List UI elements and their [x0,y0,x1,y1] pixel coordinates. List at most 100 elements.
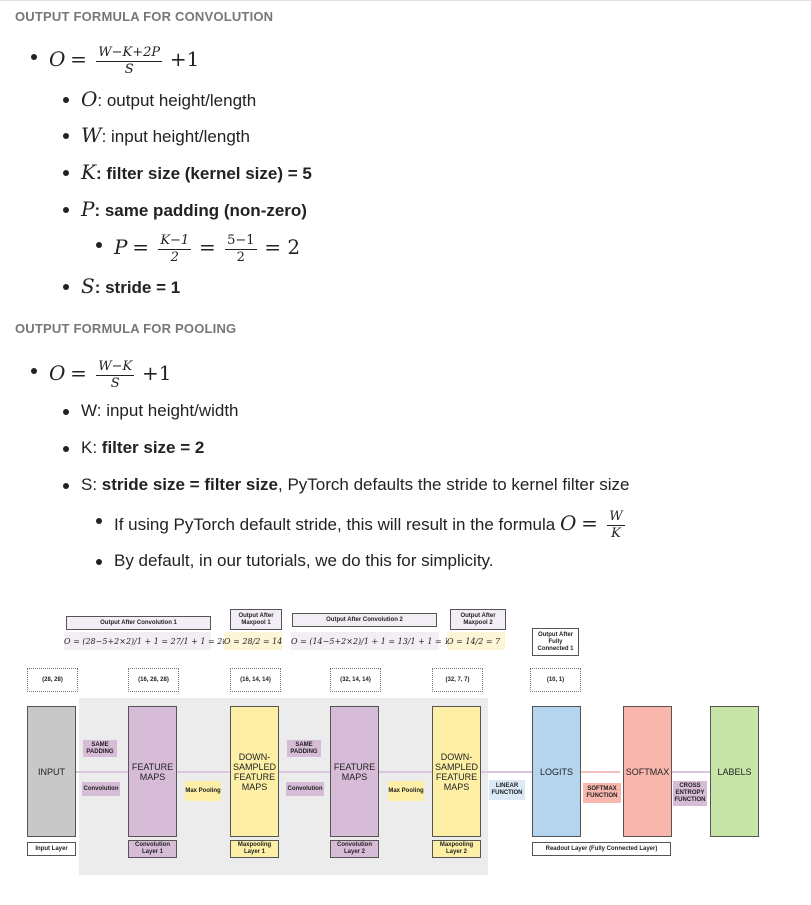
item-text: : input height/length [101,127,250,146]
formula-lhs: O [559,510,577,535]
top-divider [0,0,811,1]
fraction-denominator: K [611,526,621,541]
block-labels: LABELS [710,706,759,837]
pooling-section-title: OUTPUT FORMULA FOR POOLING [15,321,237,336]
fraction-denominator: S [110,376,120,391]
subitem-fraction: W K [607,509,625,541]
block-logits: LOGITS [532,706,581,837]
op-softmax-function: SOFTMAX FUNCTION [583,783,621,803]
shape-pool1: (16, 14, 14) [230,668,281,692]
formula-rhs: +1 [141,360,172,385]
header-maxpool1: Output After Maxpool 1 [230,609,282,630]
op-max-pooling-1: Max Pooling [185,781,221,801]
label-input-layer: Input Layer [27,842,76,856]
formula-lhs: O [49,46,66,71]
padding-fraction-1: K−1 2 [158,233,192,265]
op-same-padding-2: SAME PADDING [287,740,321,757]
formula-conv1: O = (28−5+2×2)/1 + 1 = 27/1 + 1 = 28 [64,632,227,650]
prefix: K [81,438,93,457]
pool-formula: O = W−K S +1 [30,359,172,391]
shape-fc1: (10, 1) [530,668,581,692]
block-input: INPUT [27,706,76,837]
op-convolution-2: Convolution [286,782,324,796]
item-text: : [92,438,102,457]
header-fc1: Output After Fully Connected 1 [532,628,579,656]
block-feature-maps-1: FEATURE MAPS [128,706,177,837]
conv-item-w: W: input height/length [63,123,250,147]
flow-arrow-softmax [580,771,620,773]
conv-formula: O = W−K+2P S +1 [30,45,200,77]
fraction-numerator: K−1 [158,233,192,250]
formula-lhs: P [114,234,128,259]
pool-subitem-default: By default, in our tutorials, we do this… [96,551,494,571]
padding-fraction-2: 5−1 2 [225,233,257,265]
fraction-denominator: 2 [170,250,179,265]
fraction-denominator: S [124,62,134,77]
flow-arrow-labels [670,771,710,773]
pool-fraction: W−K S [96,359,135,391]
conv-item-p: P: same padding (non-zero) [63,197,307,221]
fraction-numerator: W [607,509,625,526]
item-bold: stride size = filter size [101,475,279,494]
op-convolution-1: Convolution [82,782,120,796]
item-text: : [92,475,102,494]
op-same-padding-1: SAME PADDING [83,740,117,757]
block-downsampled-2: DOWN-SAMPLED FEATURE MAPS [432,706,481,837]
item-text: : stride = 1 [94,278,181,297]
shape-input: (28, 28) [27,668,78,692]
op-cross-entropy-function: CROSS ENTROPY FUNCTION [673,781,707,806]
fraction-denominator: 2 [236,250,245,265]
convolution-section-title: OUTPUT FORMULA FOR CONVOLUTION [15,9,274,24]
prefix: W [81,401,97,420]
symbol: W [81,123,102,147]
cnn-architecture-diagram: Output After Convolution 1 Output After … [20,605,780,880]
shape-conv2: (32, 14, 14) [330,668,381,692]
subitem-text: By default, in our tutorials, we do this… [114,551,494,570]
symbol: O [81,87,98,111]
item-text: : same padding (non-zero) [94,201,307,220]
op-linear-function: LINEAR FUNCTION [489,780,525,800]
formula-result: = 2 [264,234,301,259]
label-maxpool-layer-1: Maxpooling Layer 1 [230,840,279,858]
item-bold: filter size = 2 [101,438,205,457]
pool-item-w: W: input height/width [63,401,239,421]
formula-maxpool1: O = 28/2 = 14 [224,632,282,650]
op-max-pooling-2: Max Pooling [388,781,424,801]
conv-item-s: S: stride = 1 [62,274,181,298]
pool-item-s: S: stride size = filter size, PyTorch de… [63,475,630,495]
label-conv-layer-1: Convolution Layer 1 [128,840,177,858]
formula-rhs: +1 [169,46,200,71]
shape-pool2: (32, 7, 7) [432,668,483,692]
symbol: S [81,274,95,298]
block-softmax: SOFTMAX [623,706,672,837]
item-rest: , PyTorch defaults the stride to kernel … [278,475,630,494]
pool-item-k: K: filter size = 2 [62,438,205,458]
flow-arrow [75,771,535,773]
conv-item-k: K: filter size (kernel size) = 5 [63,160,312,184]
padding-formula: P = K−1 2 = 5−1 2 = 2 [95,233,301,265]
header-conv1: Output After Convolution 1 [66,616,211,630]
item-text: : output height/length [97,91,257,110]
label-conv-layer-2: Convolution Layer 2 [330,840,379,858]
shape-conv1: (16, 28, 28) [128,668,179,692]
prefix: S [81,475,93,494]
header-conv2: Output After Convolution 2 [292,613,437,627]
label-maxpool-layer-2: Maxpooling Layer 2 [432,840,481,858]
formula-maxpool2: O = 14/2 = 7 [447,632,505,650]
block-downsampled-1: DOWN-SAMPLED FEATURE MAPS [230,706,279,837]
fraction-numerator: W−K+2P [96,45,163,62]
fraction-numerator: W−K [96,359,135,376]
symbol: P [81,197,95,221]
formula-conv2: O = (14−5+2×2)/1 + 1 = 13/1 + 1 = 14 [291,632,454,650]
formula-lhs: O [49,360,66,385]
label-readout-layer: Readout Layer (Fully Connected Layer) [532,842,671,856]
conv-item-o: O: output height/length [62,87,257,111]
symbol: K [81,160,96,184]
header-maxpool2: Output After Maxpool 2 [450,609,506,630]
subitem-text: If using PyTorch default stride, this wi… [114,514,556,534]
formula-fraction: W−K+2P S [96,45,163,77]
item-text: : input height/width [96,401,239,420]
fraction-numerator: 5−1 [225,233,257,250]
block-feature-maps-2: FEATURE MAPS [330,706,379,837]
pool-subitem-formula: If using PyTorch default stride, this wi… [96,509,628,541]
